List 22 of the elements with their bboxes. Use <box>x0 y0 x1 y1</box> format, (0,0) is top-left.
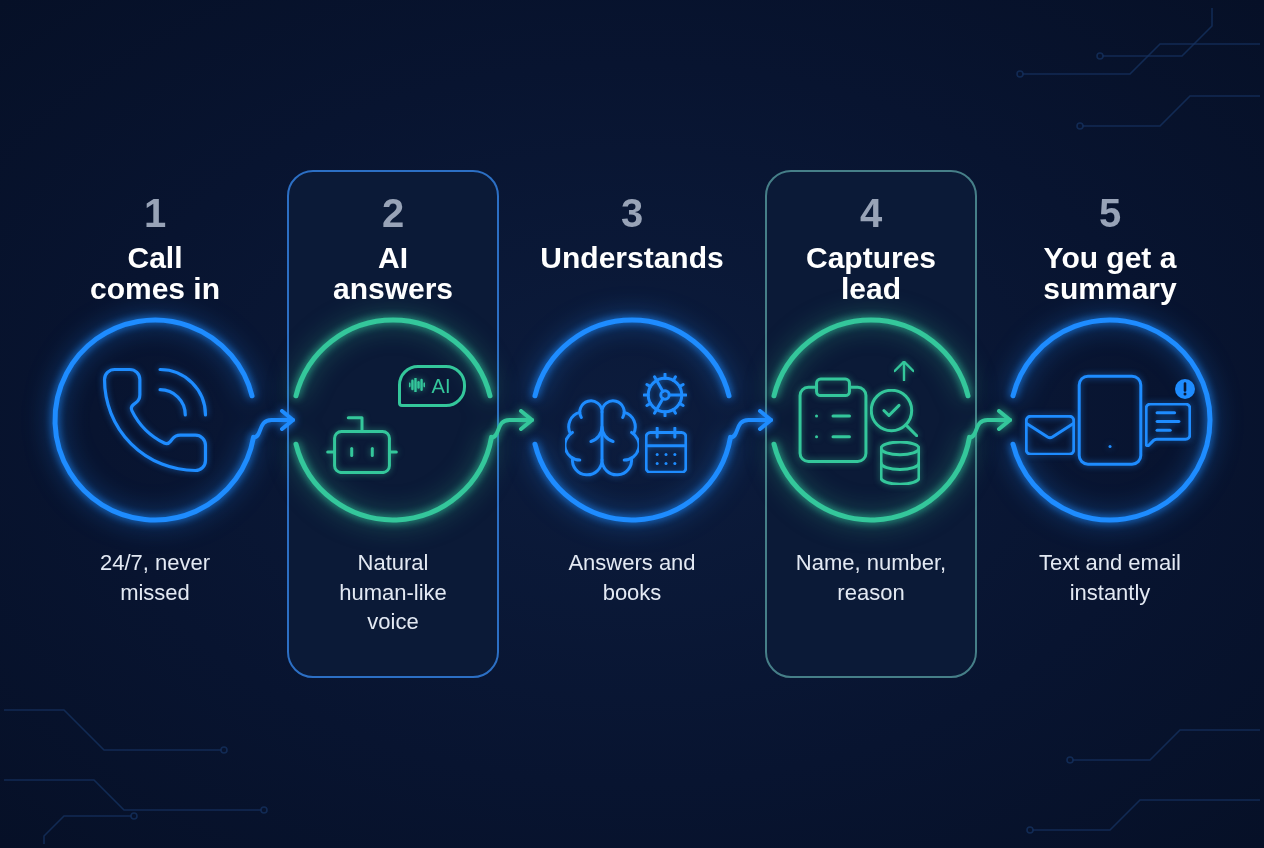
step-panel <box>287 170 499 678</box>
arrow <box>728 409 773 440</box>
step-title: You get a summary <box>1042 242 1178 304</box>
step-panel <box>765 170 977 678</box>
step-description: Name, number, reason <box>794 549 948 607</box>
step-description: Text and email instantly <box>1038 549 1182 607</box>
step-number: 5 <box>1098 191 1122 235</box>
step-title: Captures lead <box>804 242 937 304</box>
step-description: 24/7, never missed <box>98 549 212 607</box>
step-description: Natural human-like voice <box>338 549 448 636</box>
step-number: 3 <box>620 191 644 235</box>
step-number: 4 <box>859 191 883 235</box>
step-number: 1 <box>143 191 167 235</box>
bubble-label: AI <box>431 375 451 397</box>
step-description: Answers and books <box>567 549 697 607</box>
step-title: Understands <box>540 242 724 273</box>
step-title: Call comes in <box>88 242 222 304</box>
arrow <box>967 409 1012 440</box>
arrow <box>251 409 295 440</box>
step-number: 2 <box>381 191 405 235</box>
step-title: AI answers <box>331 242 455 304</box>
arrow <box>489 409 534 440</box>
